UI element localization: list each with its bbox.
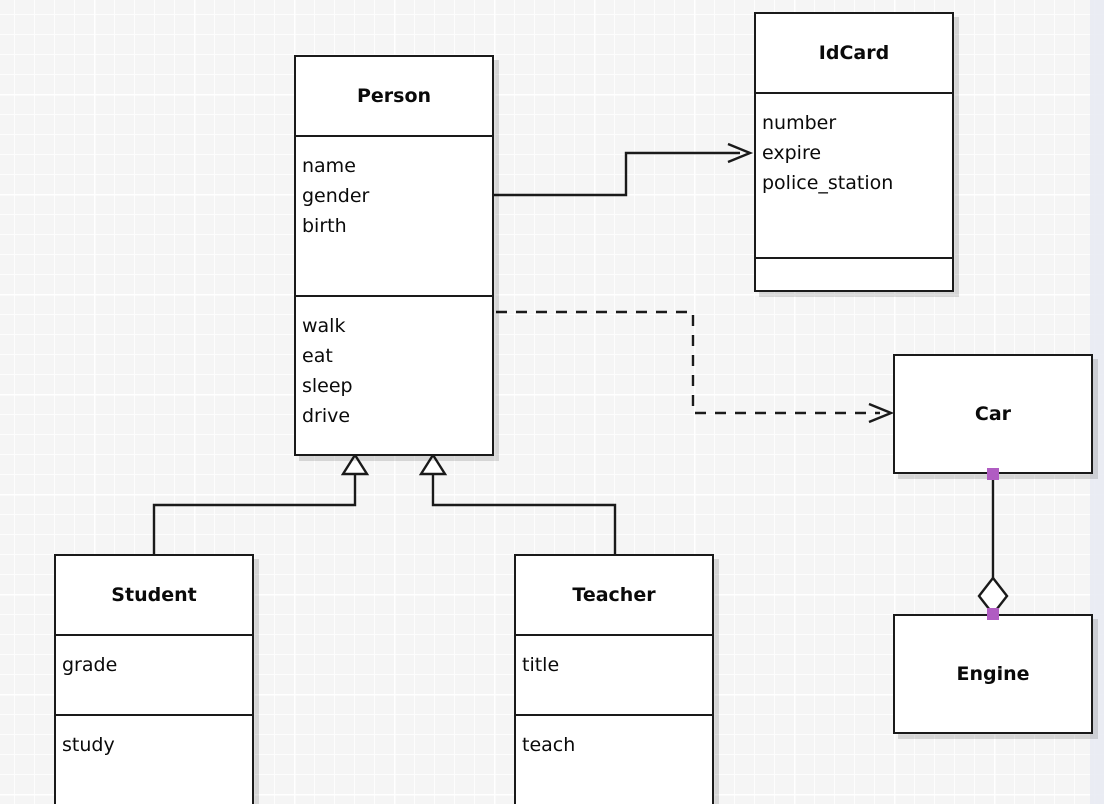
operation-item: walk [302,315,346,337]
attributes-compartment-teacher: title [516,634,712,714]
class-name-person: Person [356,85,432,107]
class-box-engine[interactable]: Engine [893,614,1093,734]
edge-person-car[interactable] [496,310,895,424]
attributes-compartment-student: grade [56,634,252,714]
attribute-item: grade [62,654,118,676]
edge-car-engine[interactable] [977,474,1009,616]
attribute-item: number [762,112,837,134]
operations-compartment-teacher: teach [516,714,712,804]
attributes-compartment-person: name gender birth [296,135,492,295]
attributes-compartment-idcard: number expire police_station [756,92,952,257]
class-box-teacher[interactable]: Teacher title teach [514,554,714,804]
class-name-student: Student [111,584,197,606]
attribute-item: expire [762,142,822,164]
class-name-car: Car [974,403,1012,425]
operations-compartment-student: study [56,714,252,804]
edge-teacher-person[interactable] [418,452,617,554]
class-box-car[interactable]: Car [893,354,1093,474]
attribute-item: gender [302,185,370,207]
operations-compartment-idcard [756,257,952,294]
class-box-person[interactable]: Person name gender birth walk eat sleep … [294,55,494,456]
class-box-student[interactable]: Student grade study [54,554,254,804]
class-name-engine: Engine [956,663,1030,685]
edge-student-person[interactable] [152,452,370,554]
class-name-idcard: IdCard [818,42,890,64]
edge-endpoint-handle-car[interactable] [987,468,999,480]
class-name-teacher: Teacher [572,584,656,606]
attribute-item: name [302,155,356,177]
attribute-item: police_station [762,172,894,194]
edge-person-idcard[interactable] [494,142,754,197]
attribute-item: birth [302,215,347,237]
operation-item: sleep [302,375,353,397]
operation-item: teach [522,734,576,756]
class-box-idcard[interactable]: IdCard number expire police_station [754,12,954,292]
attribute-item: title [522,654,560,676]
edge-endpoint-handle-engine[interactable] [987,608,999,620]
operation-item: eat [302,345,333,367]
operation-item: study [62,734,115,756]
operations-compartment-person: walk eat sleep drive [296,295,492,456]
operation-item: drive [302,405,351,427]
